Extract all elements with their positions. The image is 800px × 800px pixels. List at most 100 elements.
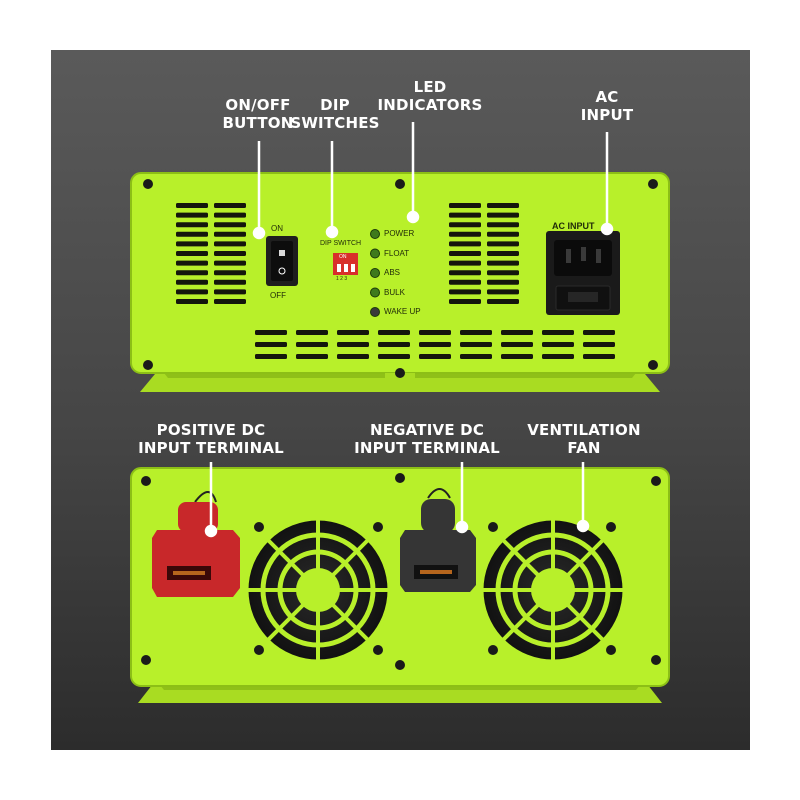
vent-slot [176,251,208,256]
ac-input-label: AC INPUT [552,221,595,231]
switch-off-label: OFF [270,291,286,300]
vent-slot [255,342,287,347]
vent-slot [337,330,369,335]
led-label-float: FLOAT [384,248,410,258]
vent-slot [487,212,519,218]
led-abs [370,268,380,278]
vent-slot [487,222,519,228]
vent-slot [460,354,492,359]
vent-slot [487,241,519,247]
callout-ventilation-fan: VENTILATION FAN [527,421,641,457]
back-screws [141,473,661,670]
vent-slot [583,354,615,359]
led-wake-up [370,307,380,317]
vent-slot [176,279,208,285]
vent-slot [449,270,481,276]
vent-slot [378,354,410,359]
vent-slot [501,330,533,335]
callout-dip-switches: DIP SWITCHES [290,96,380,132]
vent-slot [419,342,451,347]
led-label-bulk: BULK [384,287,405,297]
vent-slot [419,354,451,359]
led-column [370,229,380,317]
vent-slot [487,251,519,256]
vent-slot [214,260,246,266]
switch-on-label: ON [271,224,283,233]
led-label-power: POWER [384,229,415,238]
callout-on-off-button: ON/OFF BUTTON [222,96,294,132]
vent-slot [214,270,246,276]
vent-slot [449,279,481,285]
on-off-switch[interactable] [266,236,298,286]
vent-slot [176,241,208,247]
vent-slot [296,342,328,347]
leader-lines [204,122,614,538]
vent-slot [487,299,519,304]
vent-slot [542,342,574,347]
vent-slot [449,289,481,295]
vent-slot [214,279,246,285]
led-label-wake-up: WAKE UP [384,307,421,316]
vent-slot [214,222,246,228]
vent-slot [176,289,208,295]
dip-switch-label: DIP SWITCH [320,240,362,247]
vent-slot [419,330,451,335]
front-screws [143,179,658,378]
vent-slot [176,270,208,276]
vent-slot [176,222,208,228]
vent-slot [449,222,481,228]
vent-slot [487,279,519,285]
vent-slot [449,203,481,208]
vent-slot [487,203,519,208]
vent-slot [487,231,519,237]
ac-inlet[interactable] [546,231,620,315]
vent-slot [255,354,287,359]
led-power [370,229,380,239]
vent-slot [542,354,574,359]
vent-slot [176,212,208,218]
front-vents-bottom [255,330,615,359]
vent-slot [296,354,328,359]
vent-slot [214,203,246,208]
led-float [370,248,380,259]
callout-ac-input: AC INPUT [580,88,634,124]
vent-slot [214,241,246,247]
back-panel [130,467,670,703]
led-bulk [370,287,380,298]
vent-slot [449,231,481,237]
vent-slot [460,330,492,335]
vent-slot [337,354,369,359]
vent-slot [176,203,208,208]
vent-slot [449,260,481,266]
vent-slot [449,299,481,304]
vent-slot [296,330,328,335]
vent-slot [378,342,410,347]
vent-slot [176,299,208,304]
vent-slot [583,330,615,335]
vent-slot [214,289,246,295]
fan-right [478,515,628,665]
front-vents-left [176,203,246,304]
vent-slot [176,260,208,266]
vent-slot [542,330,574,335]
dip-switch[interactable] [333,253,358,275]
vent-slot [487,270,519,276]
callout-negative-dc: NEGATIVE DC INPUT TERMINAL [354,421,500,457]
vent-slot [501,342,533,347]
vent-slot [214,231,246,237]
front-vents-right [449,203,519,304]
vent-slot [214,299,246,304]
led-label-abs: ABS [384,268,401,277]
vent-slot [460,342,492,347]
callout-led-indicators: LED INDICATORS [377,78,483,114]
dip-on-label: ON [339,254,347,260]
negative-terminal[interactable] [400,488,476,592]
vent-slot [449,241,481,247]
vent-slot [449,251,481,256]
vent-slot [378,330,410,335]
vent-slot [501,354,533,359]
positive-terminal[interactable] [152,491,240,597]
vent-slot [255,330,287,335]
vent-slot [583,342,615,347]
